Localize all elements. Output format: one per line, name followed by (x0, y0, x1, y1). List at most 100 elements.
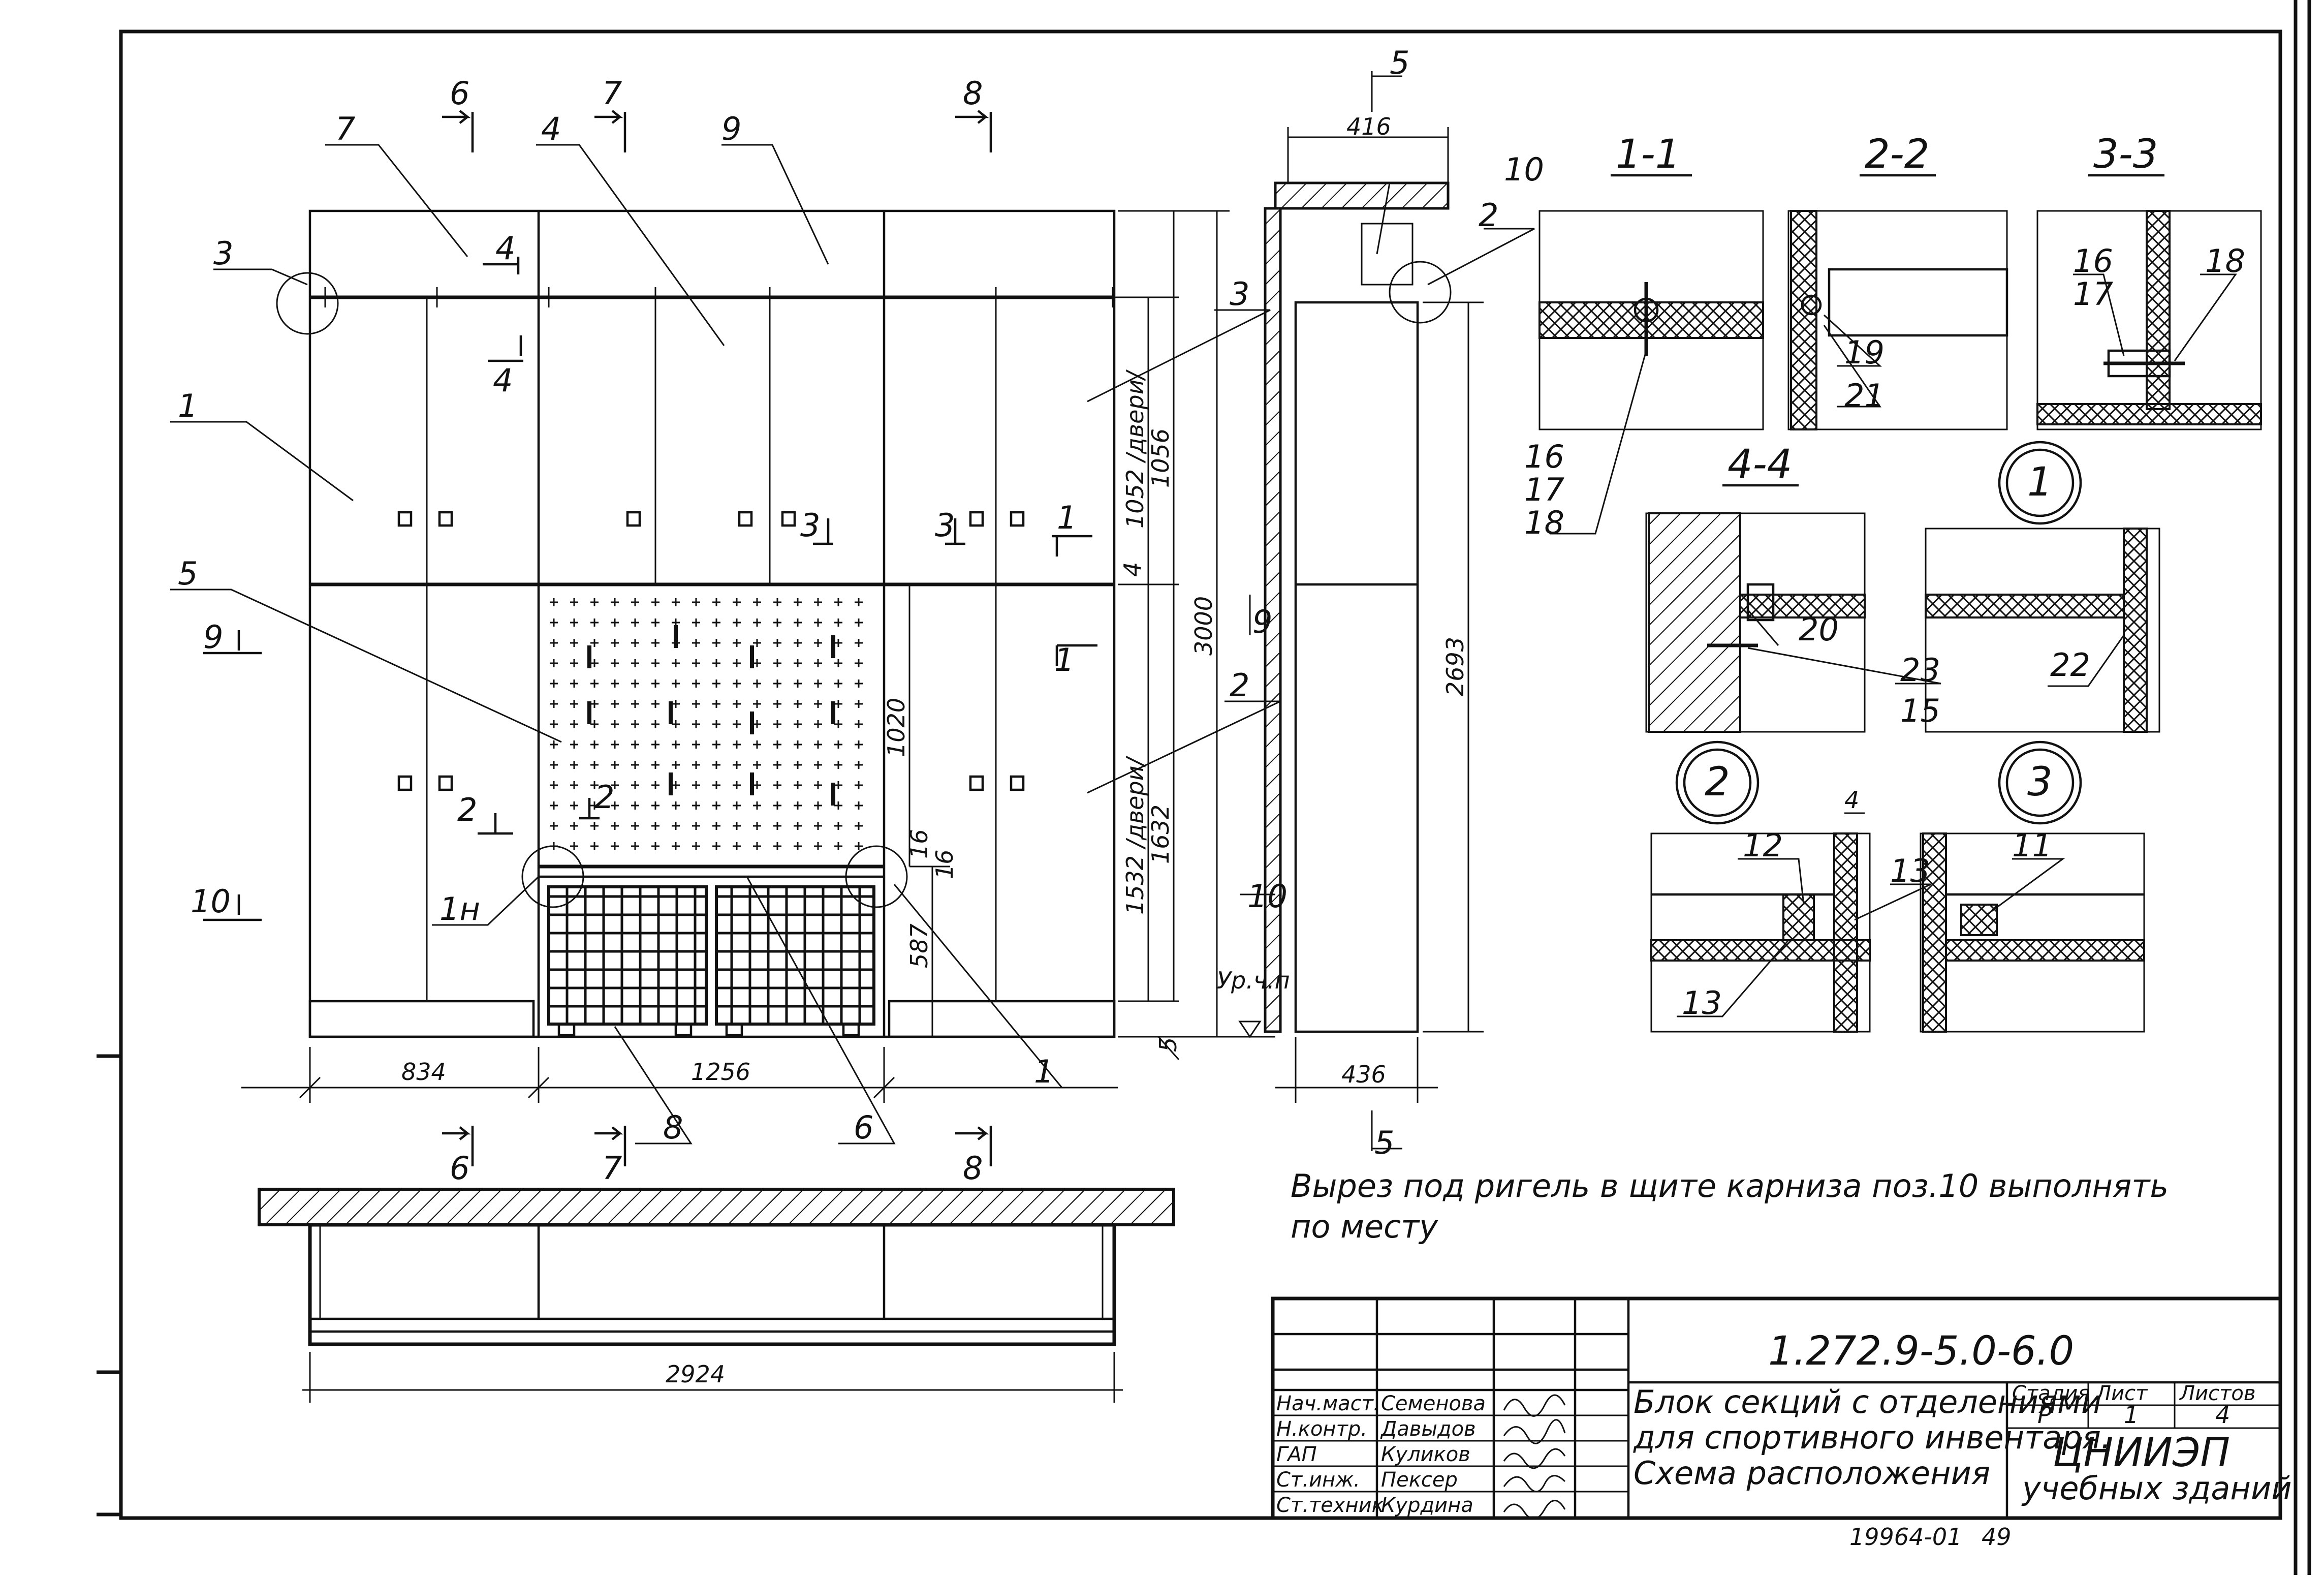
peg-hole (712, 801, 720, 810)
peg-hole (651, 700, 659, 708)
detail1-pos-22: 22 (2050, 646, 2090, 684)
detail-label-3: 3 (2027, 759, 2053, 805)
pos-8: 8 (663, 1109, 683, 1146)
peg-hole (611, 822, 619, 830)
plan-view: 2924 (258, 1188, 1175, 1403)
peg-hole (794, 619, 802, 627)
peg-hole (692, 659, 700, 667)
staff-role-2: Н.контр. (1276, 1417, 1367, 1441)
sec1-pos-17: 17 (1524, 471, 1564, 508)
peg-hole (631, 659, 639, 667)
peg-hole (794, 700, 802, 708)
dim-door-bottom: 1532 /двери/ (1121, 756, 1149, 915)
signatures (1503, 1394, 1566, 1520)
peg-hole (814, 679, 822, 688)
side-view: 5 5 416 436 2693 Ур.ч.п 10 2 9 10 (1214, 44, 1544, 1161)
peg-hole (672, 842, 680, 850)
sec3-pos-16: 16 (2073, 242, 2113, 280)
peg-hole (753, 659, 761, 667)
peg-hole (733, 700, 741, 708)
section-mark-8-top: 8 (963, 75, 983, 112)
side-mark-9b: 9 (1252, 603, 1272, 640)
pos-1n: 1н (439, 890, 480, 927)
section-mark-6-top: 6 (450, 75, 469, 112)
sec3-pos-17: 17 (2073, 275, 2113, 313)
peg-hole (692, 801, 700, 810)
section-1-1: 1-1 16 17 18 (1524, 132, 1764, 541)
detail-2: 2 12 13 13 4 (1650, 740, 1931, 1033)
detail-label-1: 1 (2027, 459, 2053, 505)
peg-hole (692, 679, 700, 688)
peg-hole (834, 639, 842, 647)
note-line-2: по месту (1291, 1208, 1438, 1245)
sheets-header: Листов (2179, 1382, 2255, 1405)
peg-hole (692, 598, 700, 606)
peg-hole (611, 842, 619, 850)
peg-hole (631, 679, 639, 688)
peg-hole (651, 720, 659, 728)
peg-hole (855, 761, 863, 769)
front-dimension-lines (241, 210, 1230, 1103)
detail-label-2: 2 (1705, 759, 1730, 805)
peg-hole (855, 740, 863, 749)
doc-code: 1.272.9-5.0-6.0 (1768, 1328, 2074, 1374)
pegboard-panel (550, 598, 863, 850)
peg-hole (753, 781, 761, 789)
peg-hole (814, 619, 822, 627)
peg-hole (550, 740, 558, 749)
mesh-baskets (547, 885, 875, 1037)
stage-value: Р (2037, 1401, 2052, 1429)
peg-hole (590, 659, 599, 667)
peg-hole (855, 679, 863, 688)
peg-hole (672, 822, 680, 830)
peg-hole (773, 700, 781, 708)
peg-hole (692, 700, 700, 708)
peg-hole (672, 801, 680, 810)
pos-2-right: 2 (1230, 667, 1249, 704)
peg-hole (753, 761, 761, 769)
peg-hole (570, 659, 578, 667)
peg-hole (631, 781, 639, 789)
peg-hole (692, 761, 700, 769)
peg-hole (712, 740, 720, 749)
section-title-2-2: 2-2 (1865, 132, 1929, 177)
peg-hole (550, 781, 558, 789)
peg-hole (773, 659, 781, 667)
peg-hole (590, 700, 599, 708)
peg-hole (814, 761, 822, 769)
peg-hole (672, 679, 680, 688)
peg-hole (773, 720, 781, 728)
peg-hole (712, 720, 720, 728)
cut-3-right: 3 (935, 507, 955, 544)
description-line-1: Блок секций с отделениями (1634, 1383, 2101, 1420)
peg-hole (733, 761, 741, 769)
peg-hole (773, 781, 781, 789)
peg-hole (753, 801, 761, 810)
peg-hole (814, 700, 822, 708)
side-pos-2: 2 (1479, 197, 1498, 234)
peg-hole (611, 740, 619, 749)
peg-hole (611, 720, 619, 728)
peg-hole (611, 801, 619, 810)
peg-hole (651, 619, 659, 627)
peg-hole (814, 842, 822, 850)
description-line-2: для спортивного инвентаря. (1633, 1419, 2111, 1456)
peg-hole (855, 639, 863, 647)
peg-hole (834, 679, 842, 688)
peg-hole (733, 598, 741, 606)
peg-hole (651, 740, 659, 749)
sheet-value: 1 (2124, 1401, 2139, 1429)
peg-hole (672, 700, 680, 708)
staff-name-3: Куликов (1381, 1443, 1470, 1466)
peg-hole (651, 598, 659, 606)
stage-header: Стадия (2012, 1382, 2090, 1405)
peg-hole (773, 822, 781, 830)
peg-hole (733, 679, 741, 688)
peg-hole (733, 720, 741, 728)
section-title-4-4: 4-4 (1728, 442, 1792, 487)
sec4-pos-20: 20 (1799, 611, 1839, 648)
peg-hole (590, 740, 599, 749)
pos-9: 9 (721, 110, 741, 147)
peg-hole (611, 761, 619, 769)
